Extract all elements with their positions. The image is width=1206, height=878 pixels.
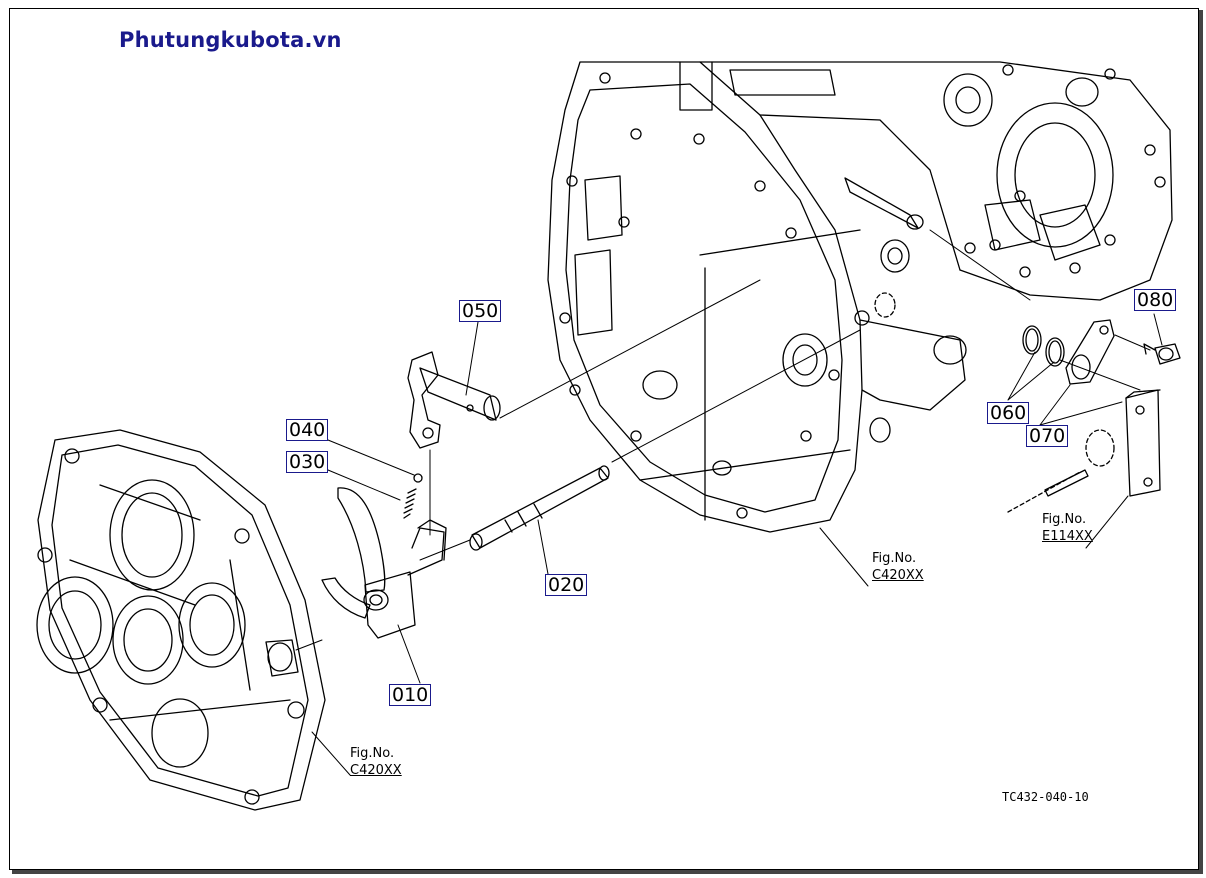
linkage-pin [1044,469,1089,497]
figure-ref-label: Fig.No. [872,551,917,566]
shift-fork-010 [321,487,447,639]
figure-ref-cover[interactable]: Fig.No. C420XX [350,745,402,779]
figure-ref-code: C420XX [872,568,924,583]
o-rings-060 [1022,325,1065,367]
drawing-code: TC432-040-10 [1002,790,1089,804]
part-label-030[interactable]: 030 [286,451,329,473]
detent-spring-030 [403,488,417,519]
watermark-brand: Phutungkubota.vn [119,28,342,52]
part-label-080[interactable]: 080 [1134,289,1177,311]
part-label-060[interactable]: 060 [987,402,1030,424]
part-label-050[interactable]: 050 [459,300,502,322]
part-label-070[interactable]: 070 [1026,425,1069,447]
part-label-040[interactable]: 040 [286,419,329,441]
bolt-080 [1143,343,1181,365]
detent-ball-040 [413,473,423,483]
hidden-pin-lines [874,292,1115,513]
leader-lines [311,313,1163,776]
front-cover-plate [36,429,326,811]
shift-arm-050 [407,351,501,449]
figure-ref-code: E114XX [1042,529,1093,544]
figure-ref-code: C420XX [350,763,402,778]
plate-070 [1065,319,1115,385]
linkage-bracket [1125,389,1161,497]
transmission-case [547,61,1173,533]
assembly-axis-lines [295,229,1151,651]
part-label-020[interactable]: 020 [545,574,588,596]
figure-ref-label: Fig.No. [1042,512,1087,527]
figure-ref-case[interactable]: Fig.No. C420XX [872,550,924,584]
drawing-frame [9,8,1199,870]
frame-shadow-bottom [12,870,1203,874]
figure-ref-label: Fig.No. [350,746,395,761]
shift-rod-020 [469,465,610,551]
figure-ref-bracket[interactable]: Fig.No. E114XX [1042,511,1093,545]
frame-shadow-right [1199,10,1203,874]
part-label-010[interactable]: 010 [389,684,432,706]
